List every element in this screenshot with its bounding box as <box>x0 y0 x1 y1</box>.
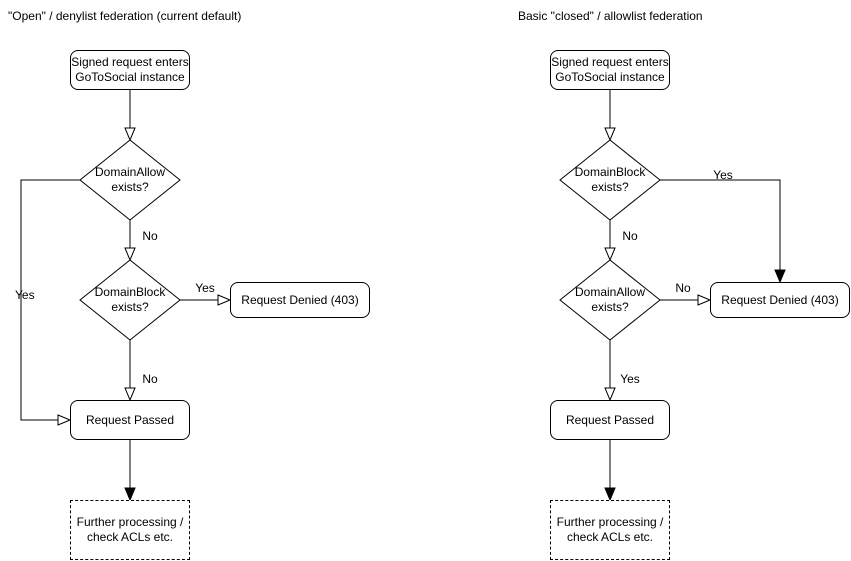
decision1-label-denylist: DomainAllow exists? <box>80 165 180 195</box>
request-passed-node-allowlist: Request Passed <box>550 400 670 440</box>
entry-node-denylist-line1: Signed request enters <box>71 55 189 69</box>
request-passed-allowlist-label: Request Passed <box>565 412 655 427</box>
entry-node-denylist-line2: GoToSocial instance <box>75 70 185 84</box>
edge-decision1-yes-loop-denylist <box>20 179 80 420</box>
request-passed-node-denylist: Request Passed <box>70 400 190 440</box>
chart-title-allowlist: Basic "closed" / allowlist federation <box>518 9 703 23</box>
decision1-diamond-denylist <box>79 139 181 221</box>
request-denied-denylist-label: Request Denied (403) <box>241 292 359 307</box>
further-processing-denylist-line2: check ACLs etc. <box>86 530 174 544</box>
denylist-connectors <box>20 90 230 500</box>
label-decision1-yes-allowlist: Yes <box>713 168 733 182</box>
decision2-denylist-line2: exists? <box>111 300 149 314</box>
label-decision1-no-allowlist: No <box>622 229 638 243</box>
edge-decision1-yes-to-denied-allowlist <box>660 179 780 282</box>
label-decision1-yes-denylist: Yes <box>15 288 35 302</box>
label-decision2-yes-denylist: Yes <box>195 281 215 295</box>
decision2-diamond-allowlist <box>559 259 661 341</box>
decision2-label-denylist: DomainBlock exists? <box>80 285 180 315</box>
entry-node-allowlist-line2: GoToSocial instance <box>555 70 665 84</box>
allowlist-connectors <box>559 90 780 500</box>
entry-node-denylist: Signed request enters GoToSocial instanc… <box>70 50 190 90</box>
decision2-label-allowlist: DomainAllow exists? <box>560 285 660 315</box>
decision2-denylist-line1: DomainBlock <box>94 285 166 299</box>
decision1-allowlist-line2: exists? <box>591 180 629 194</box>
decision2-allowlist-line1: DomainAllow <box>574 285 646 299</box>
request-denied-node-allowlist: Request Denied (403) <box>710 282 850 318</box>
further-processing-node-denylist: Further processing / check ACLs etc. <box>70 500 190 560</box>
request-denied-node-denylist: Request Denied (403) <box>230 282 370 318</box>
request-passed-denylist-label: Request Passed <box>85 412 175 427</box>
label-decision2-yes-allowlist: Yes <box>620 372 640 386</box>
decision1-allowlist-line1: DomainBlock <box>574 165 646 179</box>
decision2-allowlist-line2: exists? <box>591 300 629 314</box>
decision1-label-allowlist: DomainBlock exists? <box>560 165 660 195</box>
label-decision2-no-denylist: No <box>142 372 158 386</box>
further-processing-denylist-line1: Further processing / <box>76 515 184 529</box>
further-processing-allowlist-line1: Further processing / <box>556 515 664 529</box>
entry-node-allowlist-line1: Signed request enters <box>551 55 669 69</box>
label-decision2-no-allowlist: No <box>675 281 691 295</box>
further-processing-allowlist-line2: check ACLs etc. <box>566 530 654 544</box>
further-processing-node-allowlist: Further processing / check ACLs etc. <box>550 500 670 560</box>
decision1-denylist-line1: DomainAllow <box>94 165 166 179</box>
label-decision1-no-denylist: No <box>142 229 158 243</box>
entry-node-allowlist: Signed request enters GoToSocial instanc… <box>550 50 670 90</box>
request-denied-allowlist-label: Request Denied (403) <box>721 292 839 307</box>
decision2-diamond-denylist <box>79 259 181 341</box>
decision1-diamond-allowlist <box>559 139 661 221</box>
decision1-denylist-line2: exists? <box>111 180 149 194</box>
chart-title-denylist: "Open" / denylist federation (current de… <box>8 9 242 23</box>
